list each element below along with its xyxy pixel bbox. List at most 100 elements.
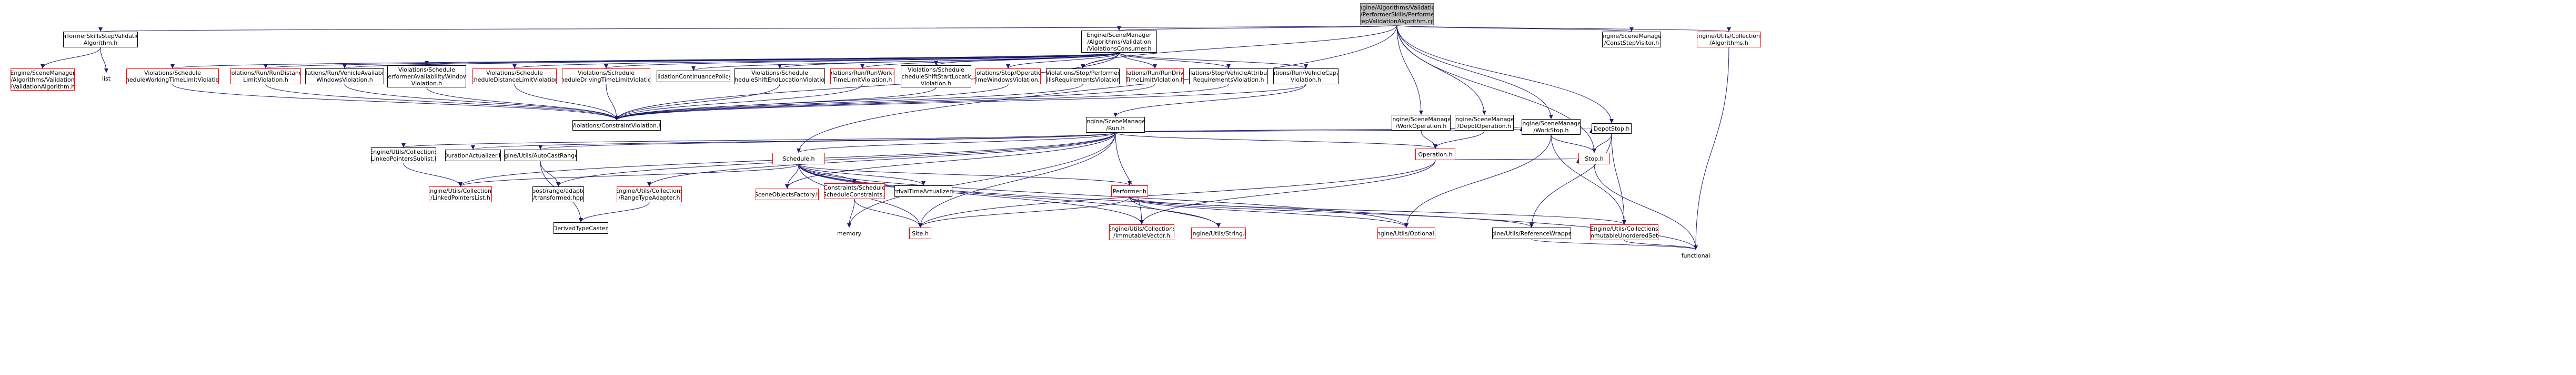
graph-node-rta[interactable]: Engine/Utils/Collections /RangeTypeAdapt… [617,186,682,202]
graph-node-ustring[interactable]: Engine/Utils/String.h [1191,228,1246,239]
edge-root-to-stop [1396,25,1596,153]
edge-run-to-site [918,132,1116,228]
edge-v_svar-to-cv [615,84,1229,121]
edge-depotstop-to-immset [1611,133,1626,225]
graph-node-v_rvc[interactable]: Violations/Run/VehicleCapacity Violation… [1273,68,1339,84]
edge-sm_vc-to-v_sssl [934,52,1120,66]
graph-node-memory: memory [837,230,861,237]
graph-node-immset[interactable]: Engine/Utils/Collections /ImmutableUnord… [1590,224,1658,240]
graph-node-arrival[interactable]: ArrivalTimeActualizer.h [894,185,952,197]
edge-schedule-to-lpl [458,164,799,187]
graph-node-v_spaw[interactable]: Violations/Schedule /PerformerAvailabili… [387,65,466,87]
graph-node-v_sdl[interactable]: Violations/Schedule /ScheduleDistanceLim… [472,68,557,84]
edge-sm_vc-to-cv [615,52,1120,121]
edge-v_spaw-to-cv [426,87,619,121]
graph-node-derived[interactable]: ::DerivedTypeCaster.h [554,222,608,234]
edge-run-to-operation [1115,132,1437,149]
edge-run-to-memory [847,132,1116,228]
graph-node-v_rrdl[interactable]: Violations/Run/RunDistance LimitViolatio… [230,68,301,84]
edge-depotstop-to-refwrap [1530,133,1612,228]
graph-node-run[interactable]: Engine/SceneManager /Run.h [1086,117,1145,133]
graph-node-v_sps[interactable]: Violations/Stop/Performer SkillsRequirem… [1046,68,1120,84]
graph-node-v_svar[interactable]: Violations/Stop/VehicleAttributes Requir… [1189,68,1268,84]
edge-root-to-depotop [1396,25,1486,115]
edge-v_rrwtl-to-cv [615,84,863,121]
edge-performer-to-site [918,196,1130,228]
edge-schedule-to-ustring [798,164,1221,228]
graph-node-immvec[interactable]: Engine/Utils/Collections /ImmutableVecto… [1109,224,1174,240]
graph-node-v_rrwtl[interactable]: Violations/Run/RunWorking TimeLimitViola… [830,68,894,84]
graph-node-v_swtl[interactable]: Violations/Schedule /ScheduleWorkingTime… [126,68,219,84]
edge-csched-to-memory [847,199,855,228]
graph-node-v_sotw[interactable]: Violations/Stop/Operation TimeWindowsVio… [975,68,1041,84]
edge-v_rva-to-cv [344,84,619,121]
graph-node-collAlg[interactable]: Engine/Utils/Collections /Algorithms.h [1697,32,1761,47]
graph-node-sm_va[interactable]: Engine/SceneManager /Algorithms/Validati… [11,68,75,91]
graph-node-v_ssel[interactable]: Violations/Schedule /ScheduleShiftEndLoc… [734,68,825,84]
edge-run-to-lpsl [401,132,1116,148]
edge-performer-to-optional [1129,196,1408,228]
edge-root-to-sm_vc [1117,25,1397,31]
edge-sm_vc-to-v_sotw [1006,52,1120,69]
graph-node-dur[interactable]: DurationActualizer.h [445,150,501,161]
edge-lpsl-to-lpl [403,163,462,187]
graph-node-root[interactable]: Engine/Algorithms/Validation /Steps/Perf… [1360,3,1434,25]
graph-node-lpl[interactable]: Engine/Utils/Collections /LinkedPointers… [429,186,492,202]
edge-schedule-to-csched [798,164,857,184]
graph-node-cv[interactable]: Violations/ConstraintViolation.h [572,120,661,131]
edge-root-to-psva [100,25,1397,32]
edge-sm_vc-to-v_rdtl [1119,52,1157,69]
edge-sm_vc-to-v_spaw [425,52,1120,66]
edge-collAlg-to-functional [1694,47,1729,250]
edge-depotstop-to-stop [1592,133,1612,153]
graph-node-v_sdtl[interactable]: Violations/Schedule /ScheduleDrivingTime… [562,68,650,84]
graph-node-stop[interactable]: Stop.h [1578,153,1610,164]
graph-node-optional[interactable]: Engine/Utils/Optional.h [1377,228,1435,239]
graph-node-autorange[interactable]: Engine/Utils/AutoCastRange.h [504,150,577,161]
edge-performer-to-ustring [1129,196,1221,228]
edge-psva-to-list [100,47,108,73]
edge-workstop-to-immset [1551,134,1626,225]
graph-node-v_rdtl[interactable]: Violations/Run/RunDriving TimeLimitViola… [1126,68,1184,84]
graph-node-boost[interactable]: boost/range/adaptor /transformed.hpp [532,186,584,202]
edge-workop-to-operation [1421,130,1437,149]
graph-node-psva[interactable]: PerformerSkillsStepValidation Algorithm.… [63,32,138,47]
edge-root-to-workop [1396,25,1423,115]
edge-psva-to-sm_va [41,47,101,69]
edge-sm_vc-to-v_svar [1119,52,1231,69]
edge-workstop-to-stop [1551,134,1596,153]
graph-node-csched[interactable]: Constraints/Schedule /ScheduleConstraint… [824,183,885,199]
graph-node-refwrap[interactable]: Engine/Utils/ReferenceWrapper.h [1492,228,1571,239]
edge-depotop-to-operation [1433,130,1485,149]
edge-autorange-to-boost [540,161,560,187]
edge-root-to-collAlg [1396,25,1731,32]
edge-run-to-depotstop [1115,128,1593,133]
edge-root-to-constStep [1396,25,1634,32]
graph-node-v_sssl[interactable]: Violations/Schedule /ScheduleShiftStartL… [901,65,971,87]
graph-node-workstop[interactable]: Engine/SceneManager /WorkStop.h [1522,119,1581,135]
graph-node-schedule[interactable]: Schedule.h [772,153,825,164]
graph-node-performer[interactable]: Performer.h [1111,185,1148,197]
graph-node-v_vcp[interactable]: ValidationContinuancePolicy.h [657,71,730,82]
edge-run-to-schedule [797,132,1116,153]
graph-node-workop[interactable]: Engine/SceneManager /WorkOperation.h [1392,115,1451,131]
graph-node-sm_vc[interactable]: Engine/SceneManager /Algorithms/Validati… [1081,31,1157,53]
edge-run-to-autorange [538,132,1116,150]
edge-v_sps-to-cv [615,84,1083,121]
edge-v_rvc-to-run [1113,84,1306,117]
graph-node-functional: functional [1681,252,1710,259]
graph-node-sof[interactable]: SceneObjectsFactory.h [756,189,819,200]
graph-node-list: list [102,75,111,82]
graph-node-constStep[interactable]: Engine/SceneManager /ConstStepVisitor.h [1602,32,1661,47]
graph-node-v_rva[interactable]: Violations/Run/VehicleAvailability Windo… [305,68,384,84]
graph-node-depotop[interactable]: Engine/SceneManager /DepotOperation.h [1455,115,1514,131]
graph-node-depotstop[interactable]: DepotStop.h [1592,123,1632,134]
edge-run-to-rta [647,132,1116,187]
graph-node-site[interactable]: Site.h [909,228,931,239]
graph-node-operation[interactable]: Operation.h [1415,149,1455,160]
edge-sm_vc-to-v_sdtl [604,52,1120,69]
edge-refwrap-to-functional [1531,239,1698,250]
graph-node-lpsl[interactable]: Engine/Utils/Collections /LinkedPointers… [371,147,436,163]
